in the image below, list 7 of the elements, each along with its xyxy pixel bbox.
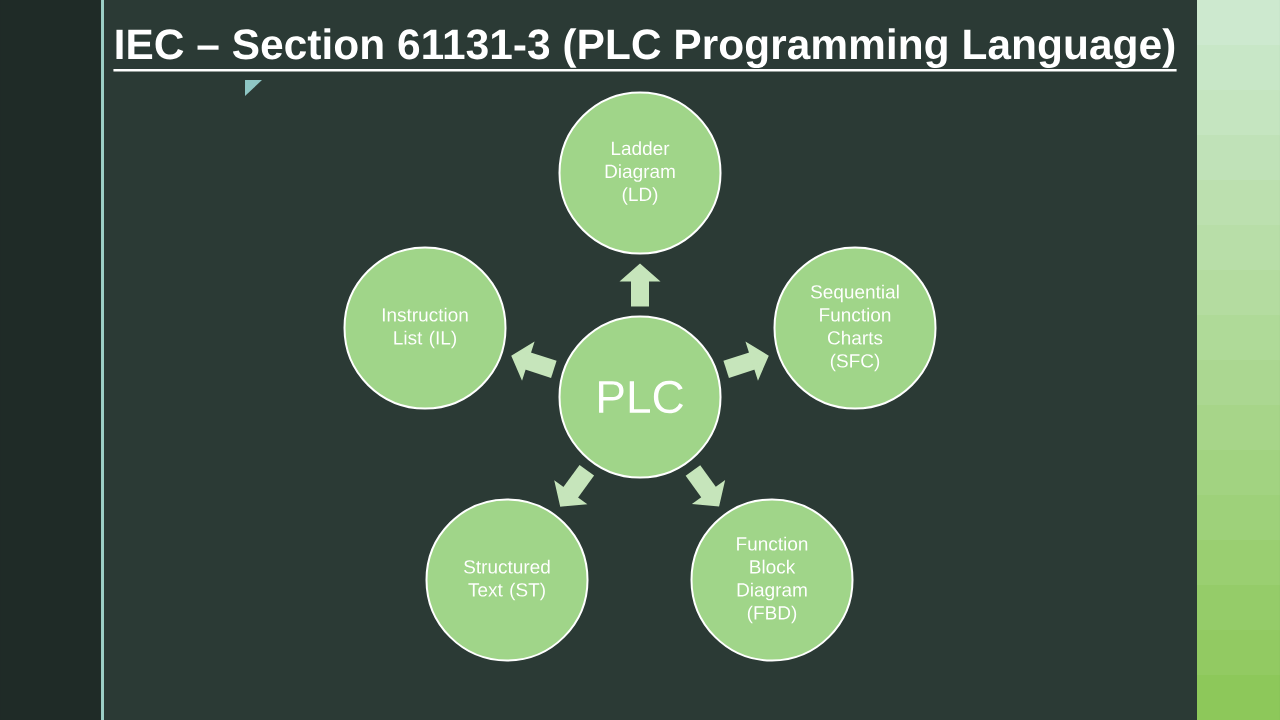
- circle-node: Sequential Function Charts (SFC): [773, 246, 937, 410]
- circle-node: Instruction List (IL): [343, 246, 507, 410]
- circle-node: Structured Text (ST): [425, 498, 589, 662]
- circle-node: Function Block Diagram (FBD): [690, 498, 854, 662]
- block-arrow: [685, 465, 726, 507]
- circle-node: Ladder Diagram (LD): [558, 91, 722, 255]
- title: IEC – Section 61131-3 (PLC Programming Language): [113, 28, 1177, 72]
